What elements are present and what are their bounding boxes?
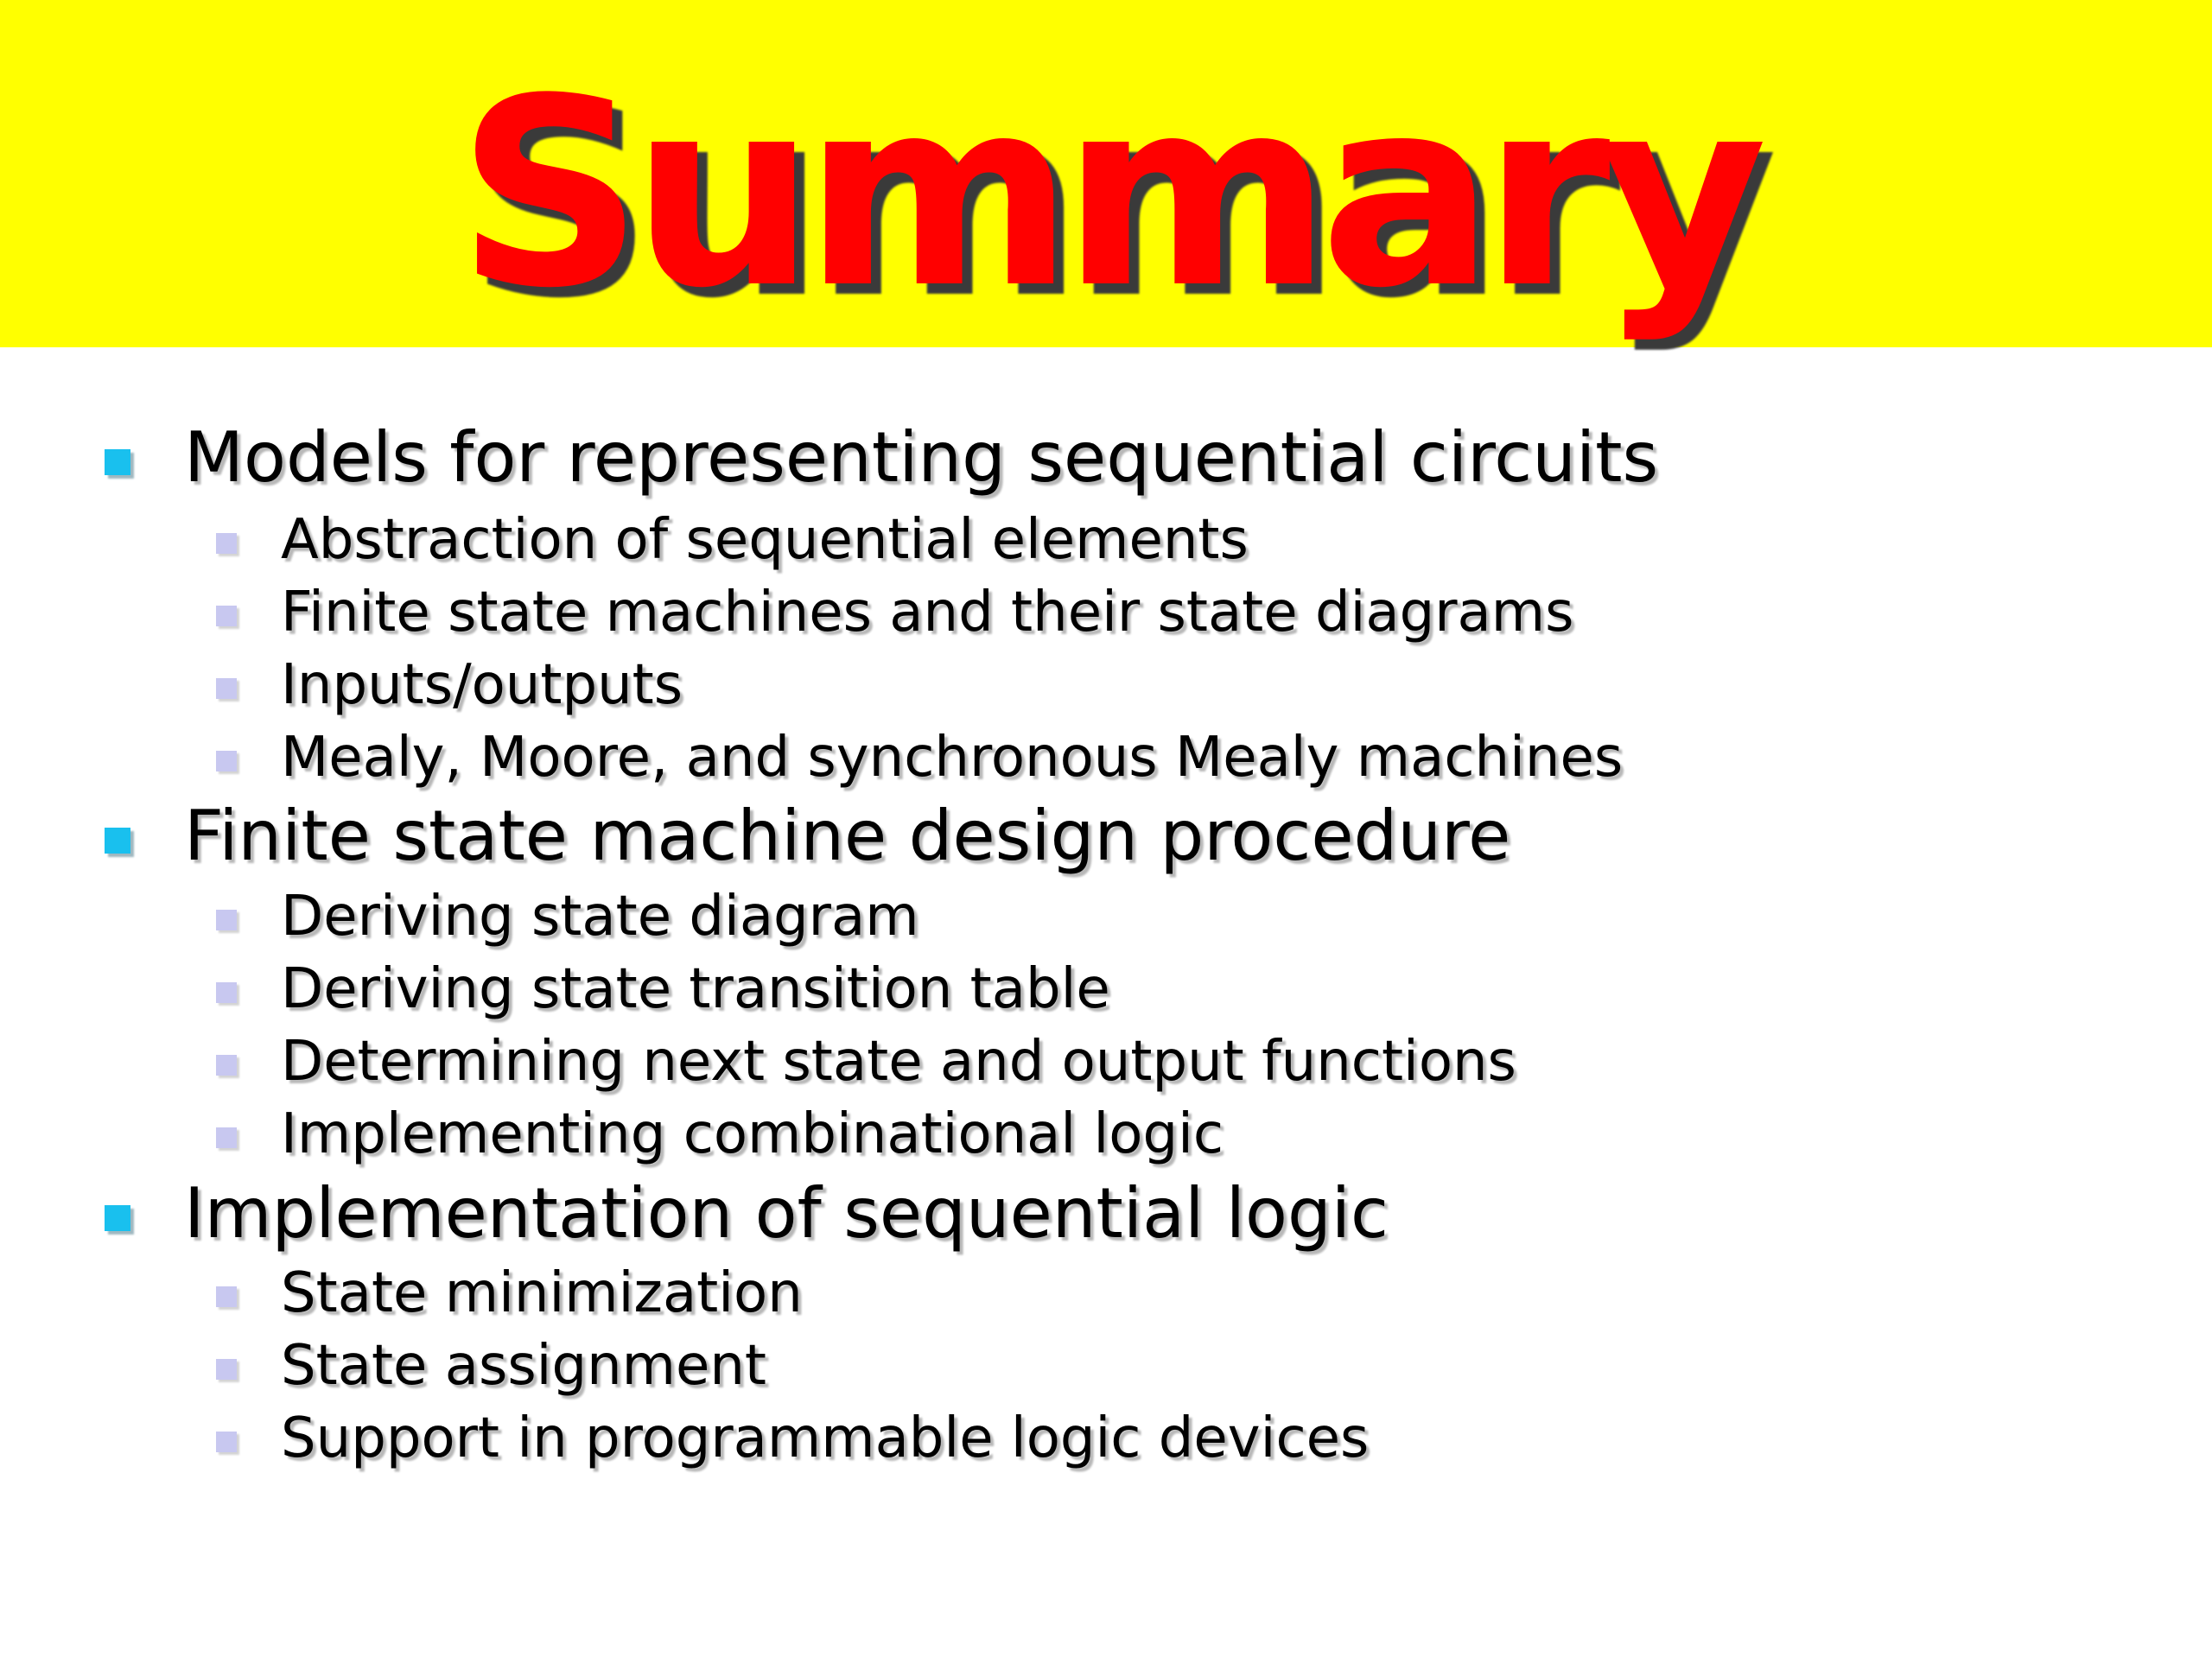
list-item: Abstraction of sequential elements [216,505,1249,575]
section-heading: Implementation of sequential logic [105,1172,1389,1255]
square-bullet-icon [105,449,130,475]
small-square-bullet-icon [216,1359,237,1380]
list-item: Deriving state diagram [216,882,919,951]
small-square-bullet-icon [216,1286,237,1307]
square-bullet-icon [105,1205,130,1231]
small-square-bullet-icon [216,1432,237,1452]
list-item-text: Deriving state transition table [281,957,1110,1021]
list-item-text: Determining next state and output functi… [281,1030,1516,1094]
section-heading: Finite state machine design procedure [105,795,1511,878]
list-item-text: Abstraction of sequential elements [281,508,1249,572]
list-item: Implementing combinational logic [216,1100,1224,1169]
title-band: Summary [0,0,2212,347]
section-heading-text: Implementation of sequential logic [184,1173,1389,1254]
small-square-bullet-icon [216,1127,237,1148]
list-item-text: State assignment [281,1334,766,1398]
small-square-bullet-icon [216,678,237,699]
list-item-text: State minimization [281,1261,803,1325]
square-bullet-icon [105,828,130,854]
section-heading: Models for representing sequential circu… [105,416,1659,499]
small-square-bullet-icon [216,1055,237,1076]
small-square-bullet-icon [216,533,237,554]
list-item: Deriving state transition table [216,955,1110,1024]
section-heading-text: Finite state machine design procedure [184,796,1511,876]
list-item: Support in programmable logic devices [216,1404,1370,1473]
list-item-text: Inputs/outputs [281,653,683,717]
section-heading-text: Models for representing sequential circu… [184,417,1659,498]
list-item: Finite state machines and their state di… [216,578,1574,647]
list-item: Determining next state and output functi… [216,1027,1516,1096]
list-item: Inputs/outputs [216,651,683,720]
list-item-text: Implementing combinational logic [281,1102,1224,1166]
list-item: State assignment [216,1331,766,1400]
list-item-text: Deriving state diagram [281,885,919,949]
small-square-bullet-icon [216,606,237,626]
small-square-bullet-icon [216,751,237,771]
list-item-text: Support in programmable logic devices [281,1406,1370,1470]
small-square-bullet-icon [216,982,237,1003]
small-square-bullet-icon [216,910,237,930]
list-item: Mealy, Moore, and synchronous Mealy mach… [216,723,1624,792]
list-item: State minimization [216,1259,803,1328]
list-item-text: Finite state machines and their state di… [281,581,1574,644]
list-item-text: Mealy, Moore, and synchronous Mealy mach… [281,726,1624,790]
slide-title: Summary [456,43,1768,345]
